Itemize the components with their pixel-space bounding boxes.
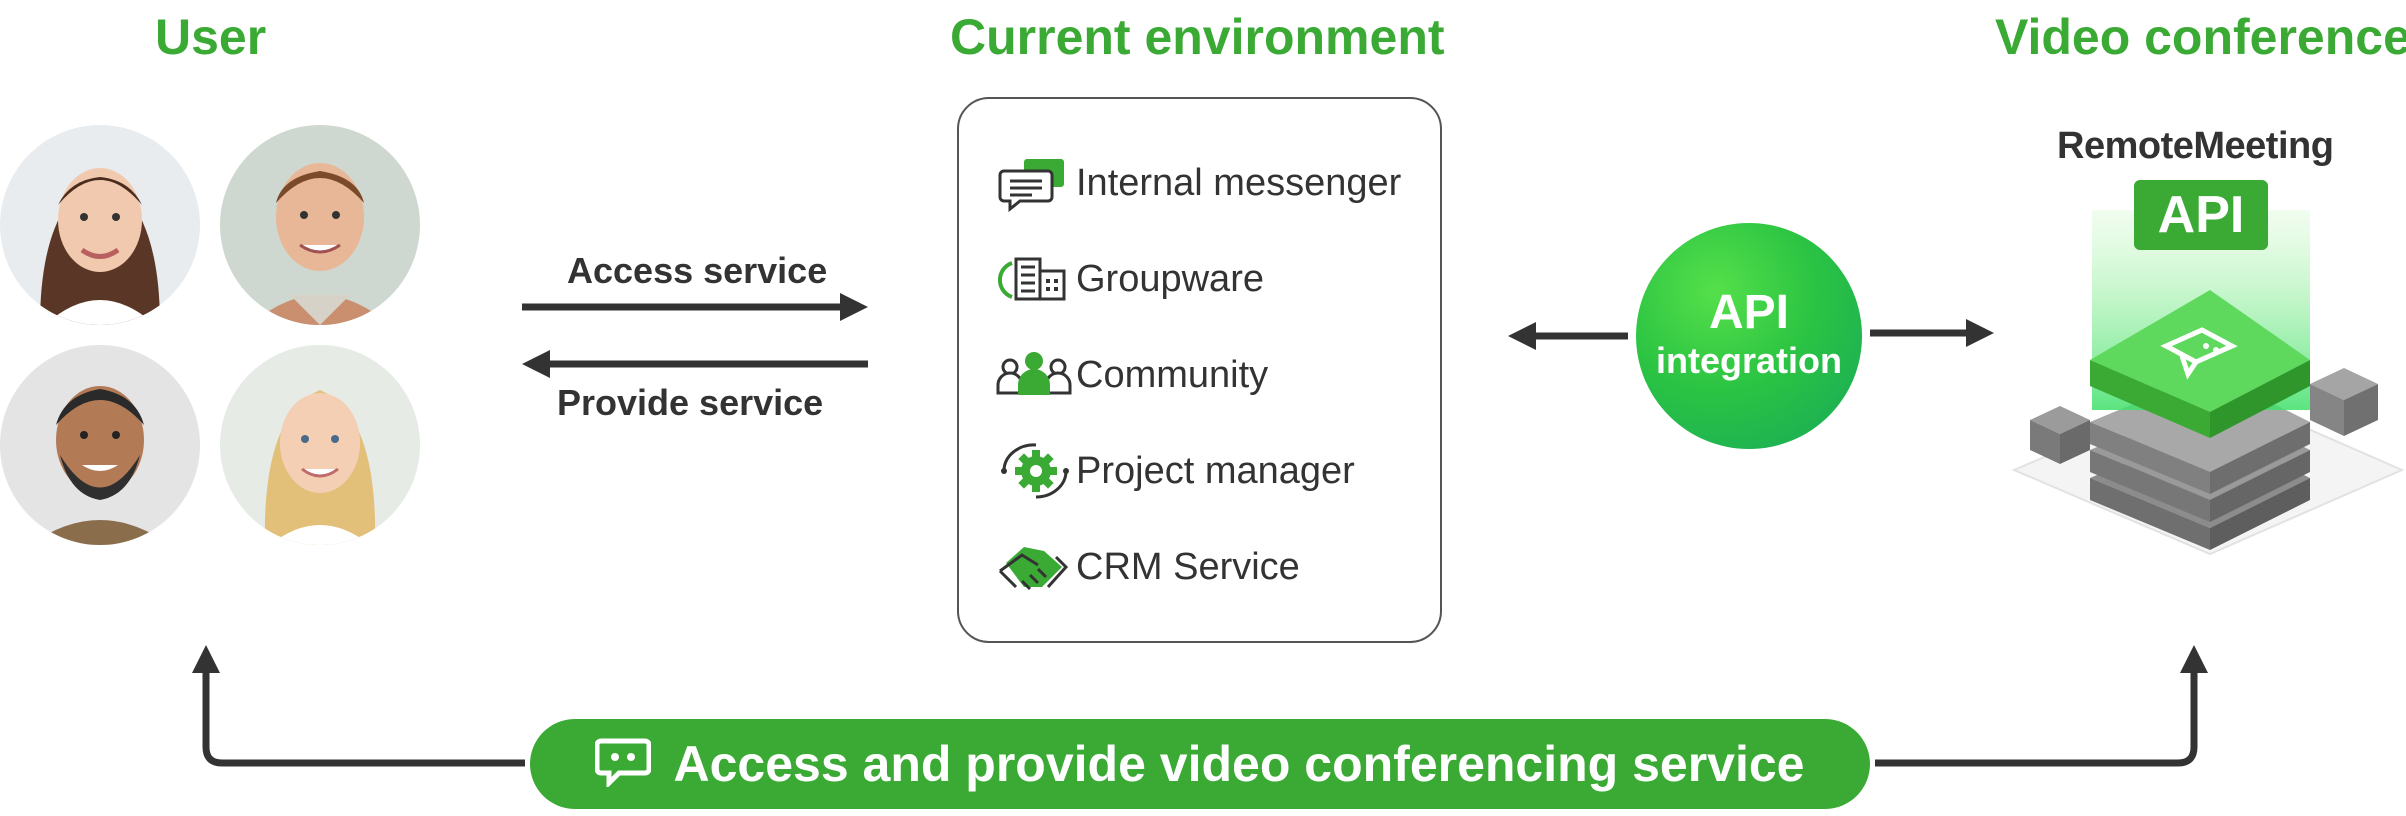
env-item-project-manager: Project manager bbox=[996, 441, 1355, 501]
community-icon bbox=[996, 345, 1072, 405]
env-item-community: Community bbox=[996, 345, 1268, 405]
env-item-label: Community bbox=[1076, 353, 1269, 396]
user-avatar bbox=[220, 345, 420, 545]
bottom-service-label: Access and provide video conferencing se… bbox=[673, 736, 1805, 792]
bottom-right-arrow bbox=[1875, 645, 2208, 767]
messenger-icon bbox=[996, 153, 1072, 213]
project-gear-icon bbox=[996, 441, 1072, 501]
env-item-label: CRM Service bbox=[1076, 545, 1300, 588]
environment-heading: Current environment bbox=[950, 9, 1445, 65]
access-service-label: Access service bbox=[567, 250, 828, 291]
env-item-label: Internal messenger bbox=[1076, 161, 1402, 204]
remote-meeting-api-badge: API bbox=[2134, 180, 2268, 250]
video-conference-heading: Video conference bbox=[1995, 9, 2406, 65]
provide-arrow bbox=[522, 350, 868, 378]
api-right-arrow bbox=[1870, 319, 1994, 347]
chat-bubble-icon bbox=[2160, 327, 2238, 380]
groupware-icon bbox=[996, 249, 1072, 309]
user-avatar bbox=[0, 345, 200, 545]
user-avatar bbox=[0, 125, 200, 325]
remote-meeting-brand: RemoteMeeting bbox=[2057, 125, 2334, 167]
bottom-service-banner: Access and provide video conferencing se… bbox=[530, 719, 1870, 809]
user-heading: User bbox=[155, 9, 267, 65]
bottom-left-arrow bbox=[192, 645, 525, 767]
environment-box: Internal messenger Groupware bbox=[957, 97, 1442, 643]
api-subtitle: integration bbox=[1656, 340, 1842, 381]
env-item-messenger: Internal messenger bbox=[996, 153, 1401, 213]
remote-meeting-server-illustration bbox=[2011, 210, 2405, 556]
api-title: API bbox=[1708, 286, 1789, 339]
chat-bubble-icon bbox=[594, 737, 652, 792]
env-item-crm: CRM Service bbox=[996, 537, 1300, 597]
user-avatar bbox=[220, 125, 420, 325]
env-item-label: Project manager bbox=[1076, 449, 1355, 492]
api-integration-circle: API integration bbox=[1636, 223, 1862, 449]
provide-service-label: Provide service bbox=[557, 382, 824, 423]
handshake-icon bbox=[996, 537, 1072, 597]
env-item-groupware: Groupware bbox=[996, 249, 1264, 309]
access-arrow bbox=[522, 293, 868, 321]
api-left-arrow bbox=[1508, 322, 1628, 350]
env-item-label: Groupware bbox=[1076, 257, 1264, 300]
